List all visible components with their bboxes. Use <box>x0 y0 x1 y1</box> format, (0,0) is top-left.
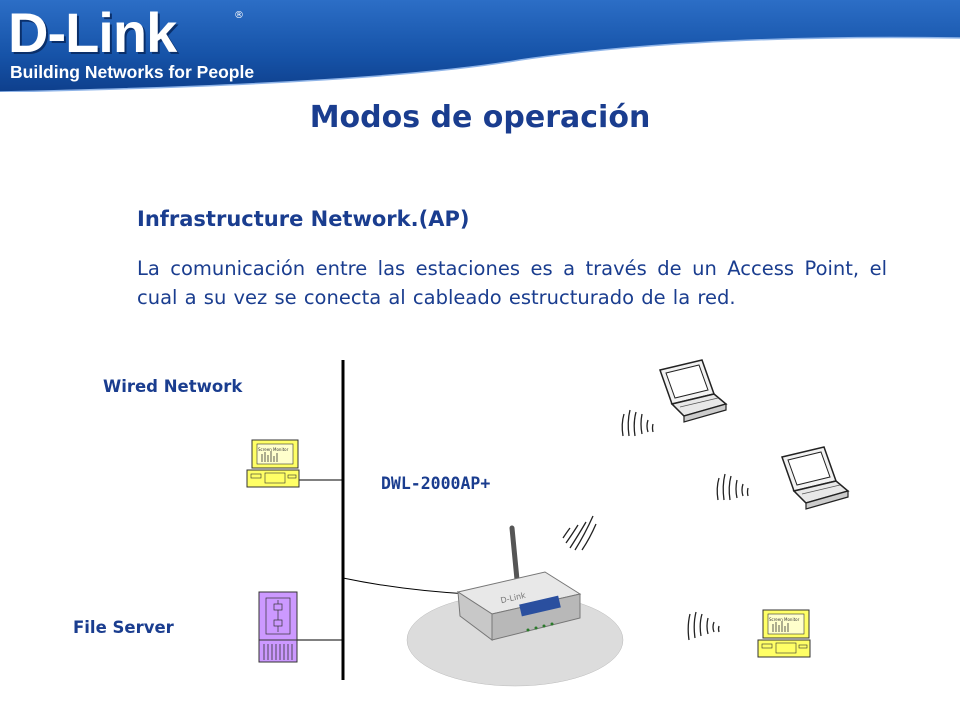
wireless-signal-icon <box>687 611 720 641</box>
file-server-icon <box>258 591 298 663</box>
desktop-computer-icon <box>757 609 811 658</box>
laptop-icon <box>659 359 728 423</box>
wireless-router-icon <box>406 525 624 687</box>
wireless-signal-icon <box>716 473 749 501</box>
slide-subheading: Infrastructure Network.(AP) <box>137 207 470 231</box>
laptop-icon <box>781 446 850 510</box>
router-connection-line <box>342 577 469 595</box>
logo-tagline: Building Networks for People <box>10 62 255 82</box>
wireless-signal-icon <box>621 409 654 437</box>
logo-registered-mark: ® <box>234 10 244 21</box>
slide-paragraph: La comunicación entre las estaciones es … <box>137 257 887 309</box>
desktop-computer-icon <box>246 439 300 488</box>
access-point-label: DWL-2000AP+ <box>381 474 491 493</box>
slide-title: Modos de operación <box>309 100 651 135</box>
brand-logo: D-Link ® Building Networks for People <box>8 1 254 84</box>
desktop-screen-label: Screen Monitor <box>258 447 289 452</box>
desktop-screen-label: Screen Monitor <box>769 617 800 622</box>
logo-wordmark: D-Link <box>8 1 177 64</box>
wired-network-label: Wired Network <box>103 377 243 396</box>
file-server-label: File Server <box>73 618 174 637</box>
wireless-signal-icon <box>562 515 597 551</box>
brand-banner <box>0 0 960 92</box>
